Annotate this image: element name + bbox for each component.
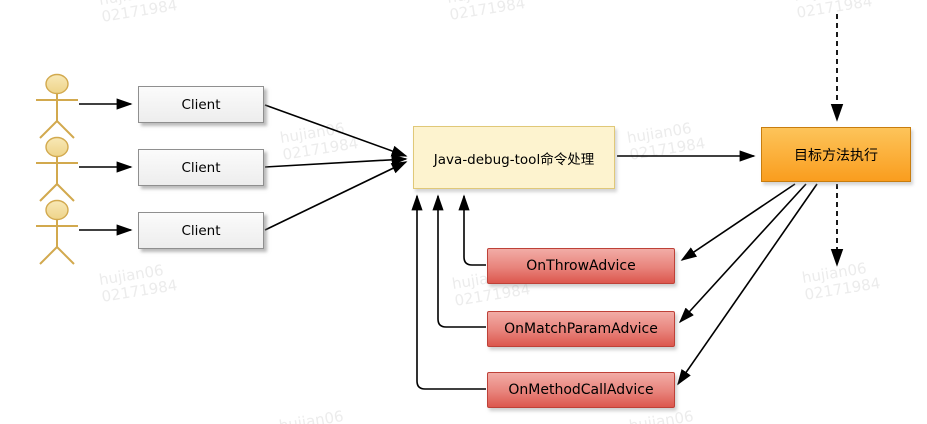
- arrow-client2-processor: [264, 154, 408, 168]
- client-label: Client: [181, 159, 221, 176]
- arrow-onmethodcalladvice-processor: [411, 194, 486, 390]
- arrow-client3-processor: [264, 161, 408, 231]
- onthrowadvice-node: OnThrowAdvice: [487, 248, 675, 284]
- advice-label: OnThrowAdvice: [526, 258, 636, 274]
- advice-label: OnMatchParamAdvice: [504, 321, 658, 337]
- processor-node: Java-debug-tool命令处理: [413, 126, 615, 189]
- client-node-2: Client: [138, 149, 264, 186]
- arrow-target-onthrowadvice: [680, 183, 796, 261]
- onmatchparamadvice-node: OnMatchParamAdvice: [487, 311, 675, 347]
- client-label: Client: [181, 222, 221, 239]
- client-label: Client: [181, 96, 221, 113]
- target-method-label: 目标方法执行: [794, 147, 878, 164]
- advice-label: OnMethodCallAdvice: [508, 382, 654, 398]
- target-method-node: 目标方法执行: [761, 127, 911, 182]
- client-node-1: Client: [138, 86, 264, 123]
- arrow-client1-processor: [264, 104, 408, 157]
- processor-label: Java-debug-tool命令处理: [433, 151, 595, 168]
- onmethodcalladvice-node: OnMethodCallAdvice: [487, 372, 675, 408]
- actor-icon: [36, 136, 78, 202]
- arrow-target-onmethodcalladvice: [677, 183, 818, 386]
- actor-icon: [36, 73, 78, 139]
- arrow-onthrowadvice-processor: [458, 194, 486, 266]
- actor-icon: [36, 199, 78, 265]
- client-node-3: Client: [138, 212, 264, 249]
- arrow-onmatchparamadvice-processor: [432, 194, 486, 328]
- arrow-target-onmatchparamadvice: [678, 183, 807, 324]
